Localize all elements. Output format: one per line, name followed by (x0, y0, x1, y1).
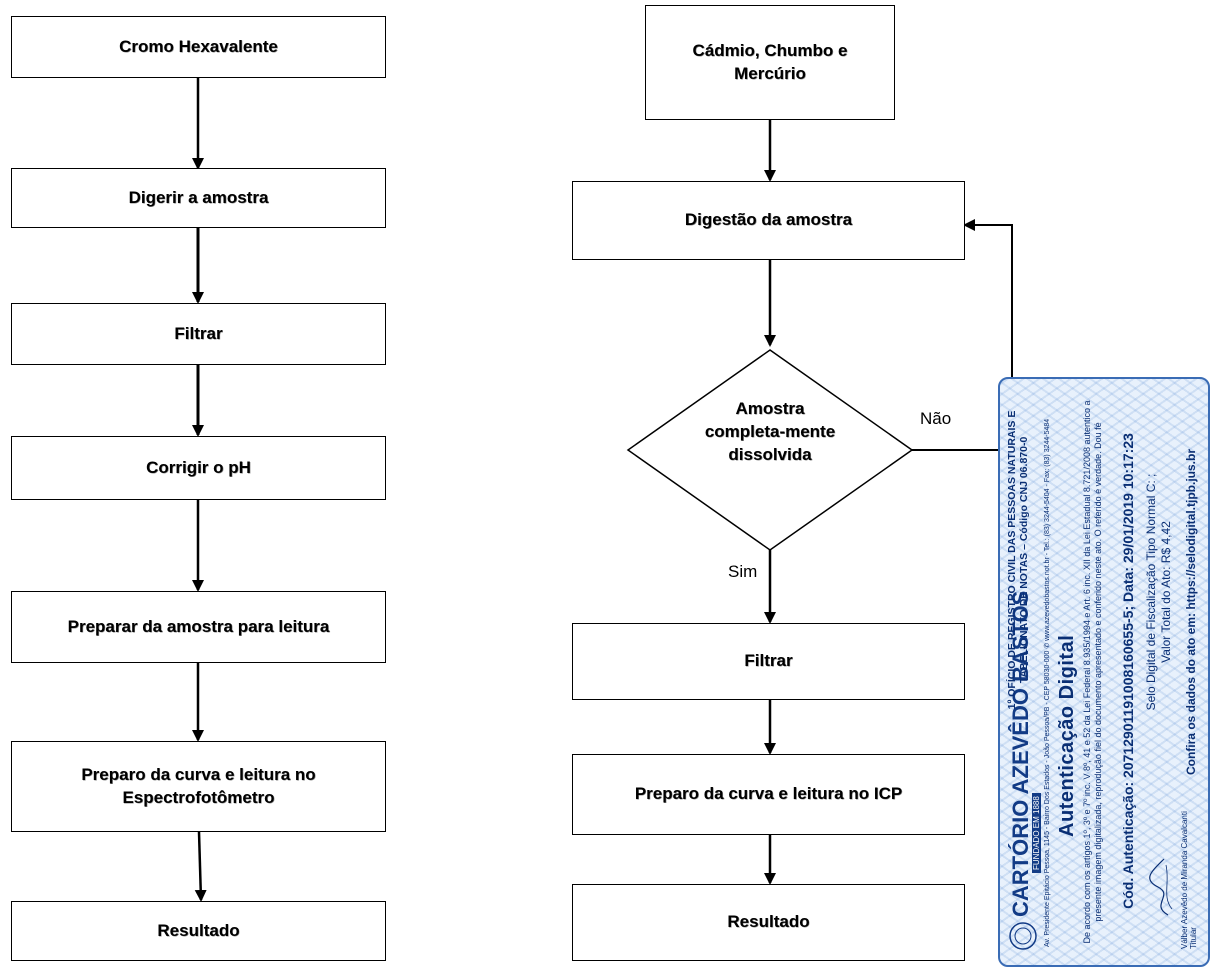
decision-label: Amostra completa-mente dissolvida (704, 399, 836, 464)
label-nao: Não (920, 409, 952, 428)
stamp-valor-line: Valor Total do Ato: R$ 4,42 (1159, 521, 1173, 663)
signature-icon (1149, 858, 1173, 916)
step-preparo-curva-espectro: Preparo da curva e leitura no Espectrofo… (11, 741, 386, 832)
stamp-selo: Selo Digital de Fiscalização Tipo Normal… (1144, 397, 1174, 787)
stamp-signer: Válber Azevêdo de Miranda Cavalcanti Tit… (1180, 789, 1198, 949)
step-preparo-curva-icp: Preparo da curva e leitura no ICP (572, 754, 965, 835)
authentication-stamp: CARTÓRIO AZEVÊDO BASTOS FUNDADO EM 1888 … (998, 377, 1210, 967)
step-preparar-amostra: Preparar da amostra para leitura (11, 591, 386, 663)
stamp-address: Av. Presidente Epitácio Pessoa, 1145 - B… (1044, 418, 1051, 947)
arrow-nao-loop (912, 219, 1013, 451)
stamp-signer-name: Válber Azevêdo de Miranda Cavalcanti (1180, 811, 1189, 949)
stamp-signer-role: Titular (1189, 927, 1199, 949)
step-resultado-left: Resultado (11, 901, 386, 961)
label-sim: Sim (728, 562, 758, 581)
step-corrigir-ph: Corrigir o pH (11, 436, 386, 500)
step-filtrar-right: Filtrar (572, 623, 965, 700)
notary-seal-icon (1009, 922, 1037, 950)
stamp-authentication-code: Cód. Autenticação: 20712901191008160655-… (1120, 433, 1136, 909)
stamp-legal-text: De acordo com os artigos 1º, 3º e 7º inc… (1082, 400, 1103, 944)
arrow-left-6 (194, 831, 207, 902)
step-digestao-amostra: Digestão da amostra (572, 181, 965, 260)
step-cromo-hexavalente: Cromo Hexavalente (11, 16, 386, 78)
step-cadmio-chumbo-mercurio: Cádmio, Chumbo e Mercúrio (645, 5, 895, 120)
stamp-oficio: 1º OFÍCIO DE REGISTRO CIVIL DAS PESSOAS … (1006, 410, 1031, 710)
step-digerir-amostra: Digerir a amostra (11, 168, 386, 228)
stamp-title: Autenticação Digital (1056, 634, 1078, 837)
stamp-confira-link[interactable]: Confira os dados do ato em: https://selo… (1184, 449, 1198, 776)
step-resultado-right: Resultado (572, 884, 965, 961)
stamp-fundado: FUNDADO EM 1888 (1032, 793, 1041, 873)
step-filtrar-left: Filtrar (11, 303, 386, 365)
stamp-selo-line: Selo Digital de Fiscalização Tipo Normal… (1144, 473, 1158, 711)
